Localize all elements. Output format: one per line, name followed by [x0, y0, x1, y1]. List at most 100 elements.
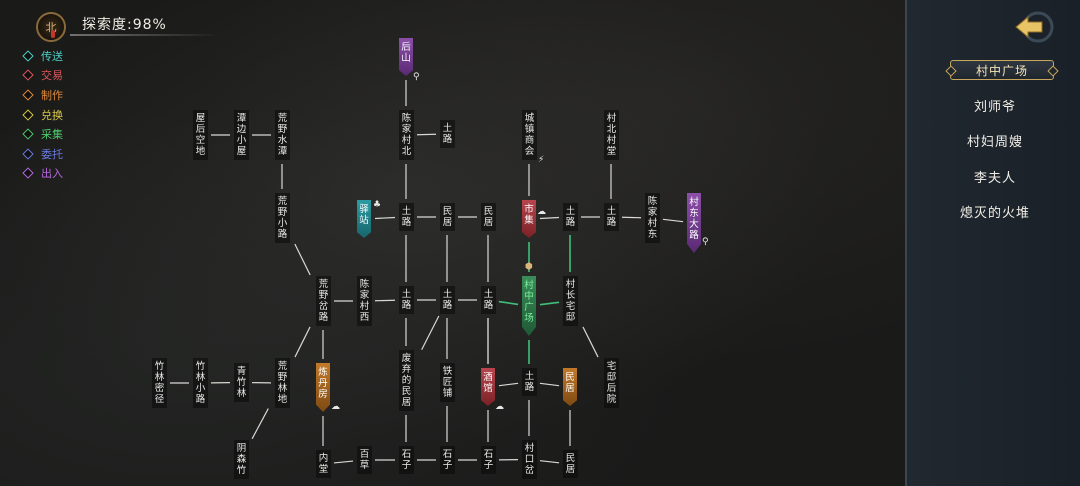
map-node-char: 路 [318, 312, 329, 323]
map-node-chenjiacunbei[interactable]: 陈家村北 [399, 110, 414, 160]
panel-item-extinguished-fire[interactable]: 熄灭的火堆 [959, 205, 1030, 221]
map-node-cunkoucha[interactable]: 村口岔 [522, 440, 537, 479]
map-connection-line [539, 460, 560, 464]
map-node-houshan[interactable]: 后山 [399, 38, 413, 76]
map-node-zhulinxiaolu[interactable]: 竹林小路 [193, 358, 208, 408]
map-node-char: 村 [524, 443, 535, 454]
map-node-tulu-5[interactable]: 土路 [399, 286, 414, 314]
map-node-minju-1[interactable]: 民居 [440, 203, 455, 231]
map-node-char: 民 [401, 386, 412, 397]
map-node-minju-3[interactable]: 民居 [563, 368, 577, 406]
map-node-char: 空 [195, 135, 206, 146]
map-node-cunzhongguangchang[interactable]: 村中广场 [522, 276, 536, 336]
exchange-diamond-icon [22, 108, 34, 121]
map-node-jiuguan[interactable]: 酒馆 [481, 368, 495, 406]
map-node-shizilu-3[interactable]: 石子 [481, 446, 496, 474]
legend-exchange: 兑换 [22, 105, 63, 125]
map-node-char: 竹 [236, 465, 247, 476]
map-node-feiqideminju[interactable]: 废弃的民居 [399, 350, 414, 411]
map-node-tulu-top[interactable]: 土路 [440, 120, 455, 148]
commission-diamond-icon [22, 148, 34, 160]
map-node-char: 民 [565, 453, 576, 464]
map-node-shizilu-2[interactable]: 石子 [440, 446, 455, 474]
map-node-char: 废 [401, 353, 412, 364]
legend-craft: 制作 [22, 85, 63, 105]
map-node-yinsenzhu[interactable]: 阴森竹 [234, 440, 249, 479]
world-map[interactable]: 北 探索度:98% 传送 交易 制作 兑换 采集 委托 [0, 0, 905, 486]
map-node-char: 屋 [236, 146, 247, 157]
map-node-chengzhen[interactable]: 城镇商会 [522, 110, 537, 160]
map-node-huangyechalu[interactable]: 荒野岔路 [316, 276, 331, 326]
map-node-char: 民 [565, 372, 575, 383]
map-node-char: 村 [689, 197, 699, 208]
map-node-char: 驿 [359, 204, 369, 215]
map-node-char: 土 [401, 206, 412, 217]
map-node-char: 路 [277, 229, 288, 240]
map-node-char: 站 [359, 215, 369, 226]
map-node-tulu-2[interactable]: 土路 [399, 203, 414, 231]
back-button[interactable] [1012, 10, 1054, 44]
map-node-char: 中 [524, 291, 534, 302]
map-node-cunzhangzhaidi[interactable]: 村长宅邸 [563, 276, 578, 326]
map-node-tiejiangpu[interactable]: 铁匠铺 [440, 363, 455, 402]
panel-item-village-square[interactable]: 村中广场 [950, 60, 1054, 80]
map-node-char: 草 [359, 460, 370, 471]
map-node-tulu-4[interactable]: 土路 [604, 203, 619, 231]
map-node-char: 房 [318, 389, 328, 400]
map-node-char: 土 [483, 289, 494, 300]
map-node-char: 竹 [195, 361, 206, 372]
map-node-tulu-7[interactable]: 土路 [481, 286, 496, 314]
map-node-baicao[interactable]: 百草 [357, 446, 372, 474]
legend-trade: 交易 [22, 66, 63, 86]
npc-marker-icon: ☁ [537, 207, 546, 217]
map-node-char: 阴 [236, 443, 247, 454]
entry-diamond-icon [22, 167, 34, 180]
map-node-char: 荒 [277, 113, 288, 124]
map-node-tanbian[interactable]: 潭边小屋 [234, 110, 249, 160]
map-node-qingzhulin[interactable]: 青竹林 [234, 363, 249, 402]
map-node-char: 土 [524, 371, 535, 382]
map-node-yizhan[interactable]: 驿站 [357, 200, 371, 238]
map-node-zhulinmijing[interactable]: 竹林密径 [152, 358, 167, 408]
map-node-char: 荒 [318, 279, 329, 290]
map-node-wuhou[interactable]: 屋后空地 [193, 110, 208, 160]
npc-marker-icon: ☁ [495, 402, 504, 412]
map-node-tulu-8[interactable]: 土路 [522, 368, 537, 396]
panel-item-zhou-sao[interactable]: 村妇周嫂 [966, 134, 1023, 150]
map-node-char: 屋 [195, 113, 206, 124]
map-node-huangyelindi[interactable]: 荒野林地 [275, 358, 290, 408]
map-node-char: 路 [483, 300, 494, 311]
map-node-char: 口 [524, 454, 535, 465]
map-node-shiji[interactable]: 市集 [522, 200, 536, 238]
panel-item-liu-shiye[interactable]: 刘师爷 [973, 99, 1016, 115]
map-node-char: 村 [647, 218, 658, 229]
map-node-char: 匠 [442, 377, 453, 388]
map-node-huangyexiaolu[interactable]: 荒野小路 [275, 193, 290, 243]
map-node-char: 的 [401, 375, 412, 386]
map-node-char: 潭 [277, 146, 288, 157]
map-node-char: 石 [442, 449, 453, 460]
map-node-cundongdalu[interactable]: 村东大路 [687, 193, 701, 253]
map-node-chenjiacundong[interactable]: 陈家村东 [645, 193, 660, 243]
craft-diamond-icon [22, 89, 34, 101]
map-node-neitang[interactable]: 内堂 [316, 450, 331, 478]
map-node-char: 内 [318, 453, 329, 464]
map-node-shizilu-1[interactable]: 石子 [399, 446, 414, 474]
map-node-cunbeicuntang[interactable]: 村北村堂 [604, 110, 619, 160]
map-node-huangyeshuitan[interactable]: 荒野水潭 [275, 110, 290, 160]
map-node-char: 小 [277, 218, 288, 229]
map-node-minju-4[interactable]: 民居 [563, 450, 578, 478]
map-node-liandanfang[interactable]: 炼丹房 [316, 363, 330, 412]
map-node-char: 集 [524, 215, 534, 226]
map-node-char: 长 [565, 290, 576, 301]
map-node-char: 家 [359, 290, 370, 301]
map-node-tulu-3[interactable]: 土路 [563, 203, 578, 231]
back-arrow-icon [1015, 11, 1054, 43]
panel-item-li-furen[interactable]: 李夫人 [973, 170, 1016, 186]
npc-marker-icon: ⚲ [702, 237, 709, 247]
map-node-chenjiacunxi[interactable]: 陈家村西 [357, 276, 372, 326]
map-node-zhaidihouyuan[interactable]: 宅邸后院 [604, 358, 619, 408]
map-node-tulu-6[interactable]: 土路 [440, 286, 455, 314]
map-node-minju-2[interactable]: 民居 [481, 203, 496, 231]
teleport-diamond-icon [22, 50, 34, 62]
